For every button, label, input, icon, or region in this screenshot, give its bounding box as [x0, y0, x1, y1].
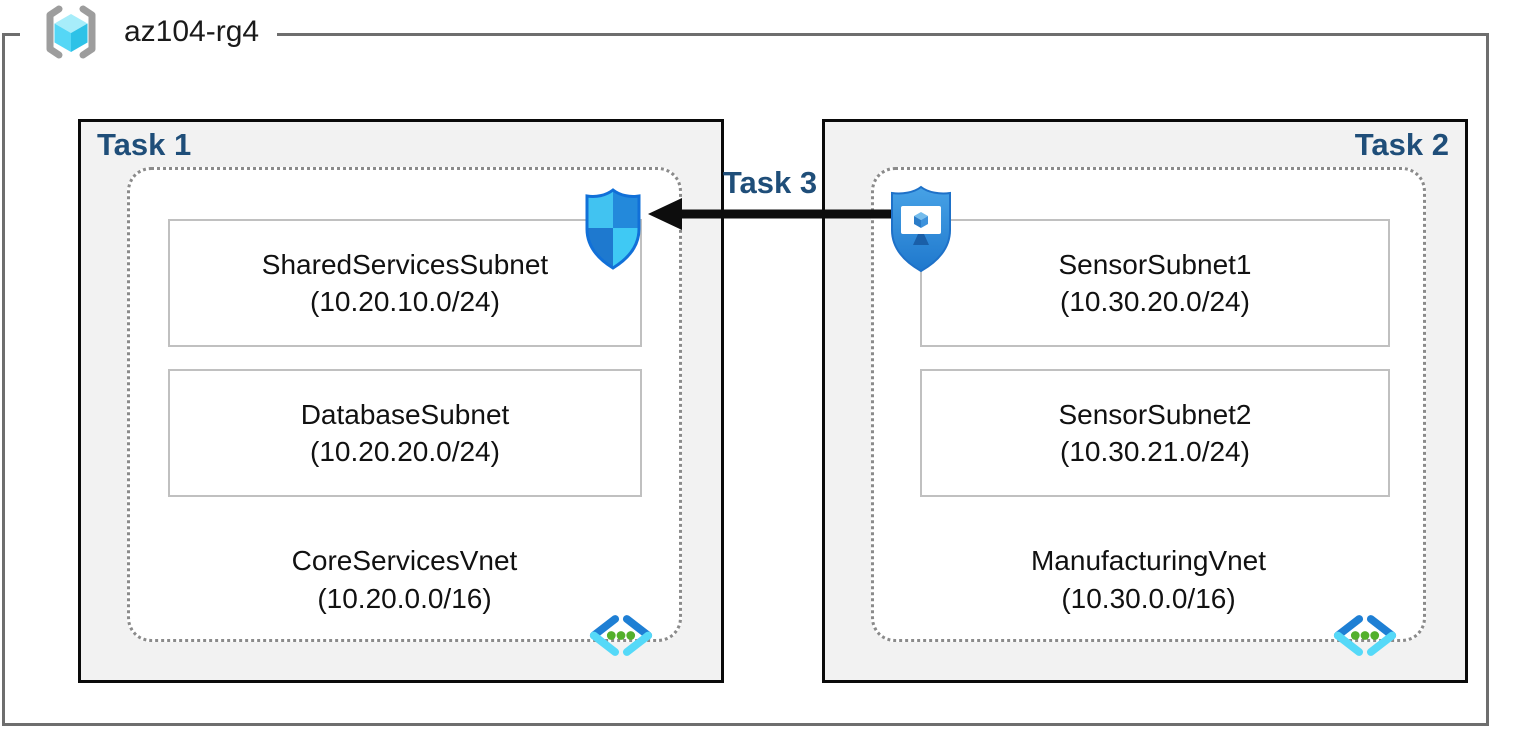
vnet-name: ManufacturingVnet	[1030, 545, 1267, 576]
manufacturing-vnet-label: ManufacturingVnet (10.30.0.0/16)	[874, 542, 1423, 618]
resource-group-brackets-cube-icon	[46, 5, 96, 59]
subnet-cidr: (10.20.20.0/24)	[310, 436, 500, 467]
subnet-cidr: (10.30.21.0/24)	[1060, 436, 1250, 467]
vnet-cidr: (10.20.0.0/16)	[317, 583, 492, 614]
virtual-network-chevrons-icon	[589, 615, 653, 656]
subnet-cidr: (10.20.10.0/24)	[310, 286, 500, 317]
virtual-network-chevrons-icon	[1333, 615, 1397, 656]
manufacturing-vnet-container: SensorSubnet1 (10.30.20.0/24) SensorSubn…	[871, 167, 1426, 656]
resource-group-legend: az104-rg4	[20, 0, 278, 64]
network-security-group-shield-icon	[585, 188, 641, 270]
database-subnet-box: DatabaseSubnet (10.20.20.0/24)	[168, 369, 642, 497]
subnet-name: SensorSubnet1	[1058, 249, 1252, 280]
left-pointing-arrow	[648, 198, 895, 230]
vnet-name: CoreServicesVnet	[291, 545, 518, 576]
subnet-name: DatabaseSubnet	[300, 399, 510, 430]
task3-label: Task 3	[722, 165, 818, 200]
subnet-name: SensorSubnet2	[1058, 399, 1252, 430]
sensor-subnet1-box: SensorSubnet1 (10.30.20.0/24)	[920, 219, 1390, 347]
subnet-name: SharedServicesSubnet	[261, 249, 549, 280]
core-services-vnet-label: CoreServicesVnet (10.20.0.0/16)	[130, 542, 679, 618]
vnet-cidr: (10.30.0.0/16)	[1061, 583, 1236, 614]
resource-group-name: az104-rg4	[124, 15, 260, 48]
bastion-shield-monitor-icon	[891, 185, 951, 273]
sensor-subnet2-box: SensorSubnet2 (10.30.21.0/24)	[920, 369, 1390, 497]
task1-label: Task 1	[97, 127, 192, 162]
task1-box: Task 1 SharedServicesSubnet (10.20.10.0/…	[78, 119, 724, 683]
task2-label: Task 2	[1354, 127, 1449, 162]
task2-box: Task 2 SensorSubnet1 (10.30.20.0/24) Sen…	[822, 119, 1468, 683]
subnet-cidr: (10.30.20.0/24)	[1060, 286, 1250, 317]
shared-services-subnet-box: SharedServicesSubnet (10.20.10.0/24)	[168, 219, 642, 347]
